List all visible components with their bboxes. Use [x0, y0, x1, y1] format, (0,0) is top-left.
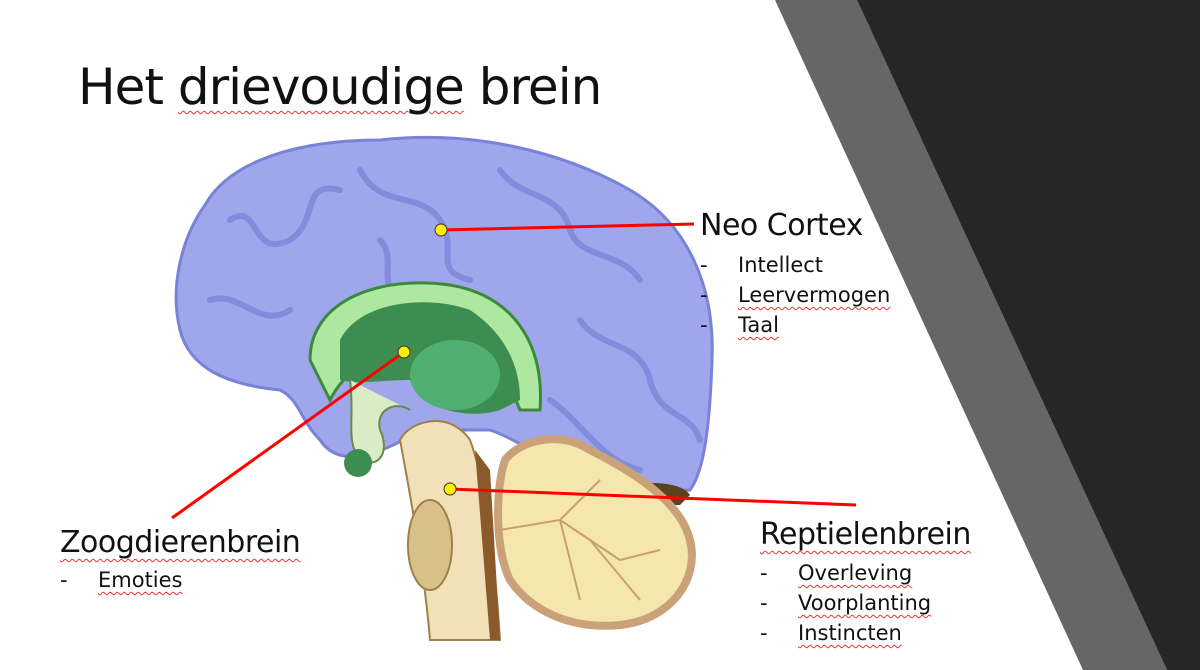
cerebellum-branches: [499, 479, 661, 601]
reptielenbrein-list[interactable]: - Overleving - Voorplanting - Instincten: [760, 558, 931, 648]
bullet-dash: -: [700, 283, 708, 307]
bullet-dash: -: [60, 568, 68, 592]
zoogdierenbrein-list[interactable]: - Emoties: [60, 565, 183, 595]
dark-diagonal-band: [857, 0, 1200, 670]
zoogdierenbrein-marker: [397, 345, 411, 359]
list-item-text: Instincten: [798, 621, 902, 645]
list-item-text: Overleving: [798, 561, 913, 585]
list-item: - Emoties: [60, 565, 183, 595]
bullet-dash: -: [760, 591, 768, 615]
list-item: - Overleving: [760, 558, 931, 588]
gyri-lines: [207, 167, 703, 473]
reptielenbrein-marker: [443, 482, 457, 496]
slide-title[interactable]: Het drievoudige brein: [78, 58, 603, 116]
zoogdierenbrein-title[interactable]: Zoogdierenbrein: [60, 525, 301, 560]
neo-cortex-title[interactable]: Neo Cortex: [700, 208, 863, 243]
list-item: - Instincten: [760, 618, 931, 648]
thalamus-highlight: [410, 340, 500, 410]
list-item: - Voorplanting: [760, 588, 931, 618]
zoogdierenbrein-pointer-line: [171, 350, 405, 520]
pituitary-shape: [344, 449, 372, 477]
gray-diagonal-band: [775, 0, 1167, 670]
bullet-dash: -: [700, 253, 708, 277]
list-item: - Taal: [700, 310, 890, 340]
title-word: Het: [78, 58, 164, 116]
neo-cortex-marker: [434, 223, 448, 237]
list-item-text: Taal: [738, 313, 779, 337]
neo-cortex-pointer-line: [440, 222, 695, 232]
pons-shape: [407, 499, 453, 591]
list-item-text: Leervermogen: [738, 283, 891, 307]
hypothalamus-shape: [349, 379, 411, 464]
reptielenbrein-title[interactable]: Reptielenbrein: [760, 517, 971, 552]
brainstem-dark-strip: [475, 450, 500, 640]
list-item-text: Emoties: [98, 568, 183, 592]
bullet-dash: -: [760, 561, 768, 585]
bullet-dash: -: [700, 313, 708, 337]
title-word: brein: [478, 58, 603, 116]
bullet-dash: -: [760, 621, 768, 645]
neo-cortex-list[interactable]: - Intellect - Leervermogen - Taal: [700, 250, 890, 340]
list-item-text: Voorplanting: [798, 591, 932, 615]
cerebellum-shape: [494, 435, 696, 630]
list-item-text: Intellect: [738, 253, 824, 277]
title-word: drievoudige: [177, 58, 465, 116]
list-item: - Intellect: [700, 250, 890, 280]
list-item: - Leervermogen: [700, 280, 890, 310]
reptielenbrein-pointer-line: [449, 487, 857, 507]
